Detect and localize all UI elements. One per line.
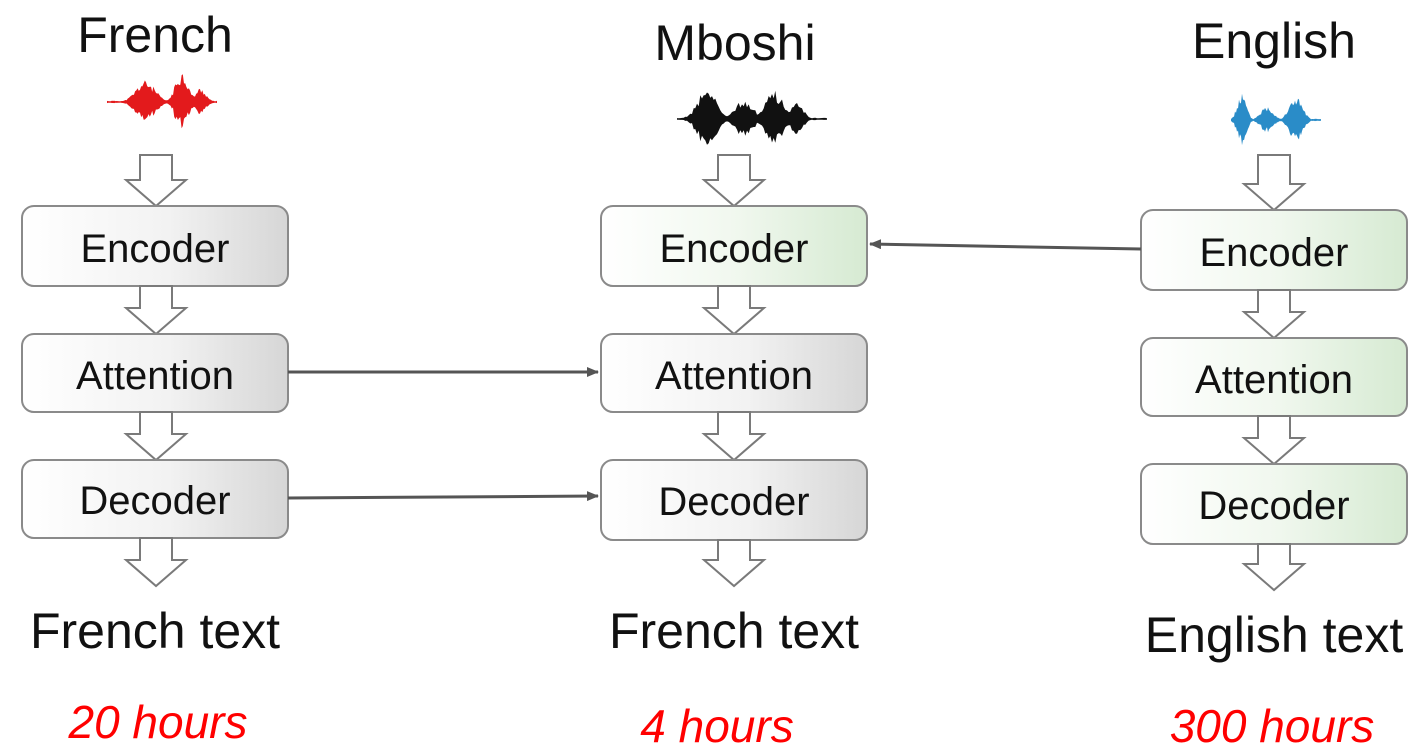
down-arrow-icon [701,411,767,462]
down-arrow-icon [123,537,189,588]
down-arrow-icon [1241,289,1307,340]
mboshi-waveform-icon [677,90,827,145]
down-arrow-icon [123,285,189,336]
mboshi-output-label: French text [609,603,859,659]
down-arrow-icon [123,154,189,208]
english-decoder-label: Decoder [1198,484,1349,528]
down-arrow-icon [123,411,189,462]
language-title-french: French [77,7,233,63]
down-arrow-icon [701,539,767,588]
column-mboshi: Mboshi Encoder Attention Decoder French … [600,15,868,750]
mboshi-attention-label: Attention [655,354,813,398]
language-title-mboshi: Mboshi [654,15,815,71]
french-encoder-label: Encoder [81,227,230,271]
down-arrow-icon [1241,154,1307,212]
english-hours: 300 hours [1170,700,1375,750]
french-decoder-label: Decoder [79,479,230,523]
mboshi-hours: 4 hours [640,700,793,750]
english-waveform-icon [1231,93,1321,146]
down-arrow-icon [1241,415,1307,466]
column-french: French Encoder Attention Decoder French … [21,7,289,748]
down-arrow-icon [701,154,767,208]
english-attention-label: Attention [1195,358,1353,402]
french-hours: 20 hours [67,696,247,748]
column-english: English Encoder Attention Decoder Englis… [1140,13,1408,750]
french-waveform-icon [107,74,217,129]
french-attention-label: Attention [76,354,234,398]
english-output-label: English text [1145,607,1404,663]
transfer-arrow-english-encoder-to-mboshi-encoder [869,239,1142,251]
mboshi-decoder-label: Decoder [658,480,809,524]
french-output-label: French text [30,603,280,659]
mboshi-encoder-label: Encoder [660,227,809,271]
english-encoder-label: Encoder [1200,231,1349,275]
down-arrow-icon [1241,543,1307,592]
language-title-english: English [1192,13,1356,69]
transfer-arrow-french-decoder-to-mboshi-decoder [287,491,599,502]
down-arrow-icon [701,285,767,336]
